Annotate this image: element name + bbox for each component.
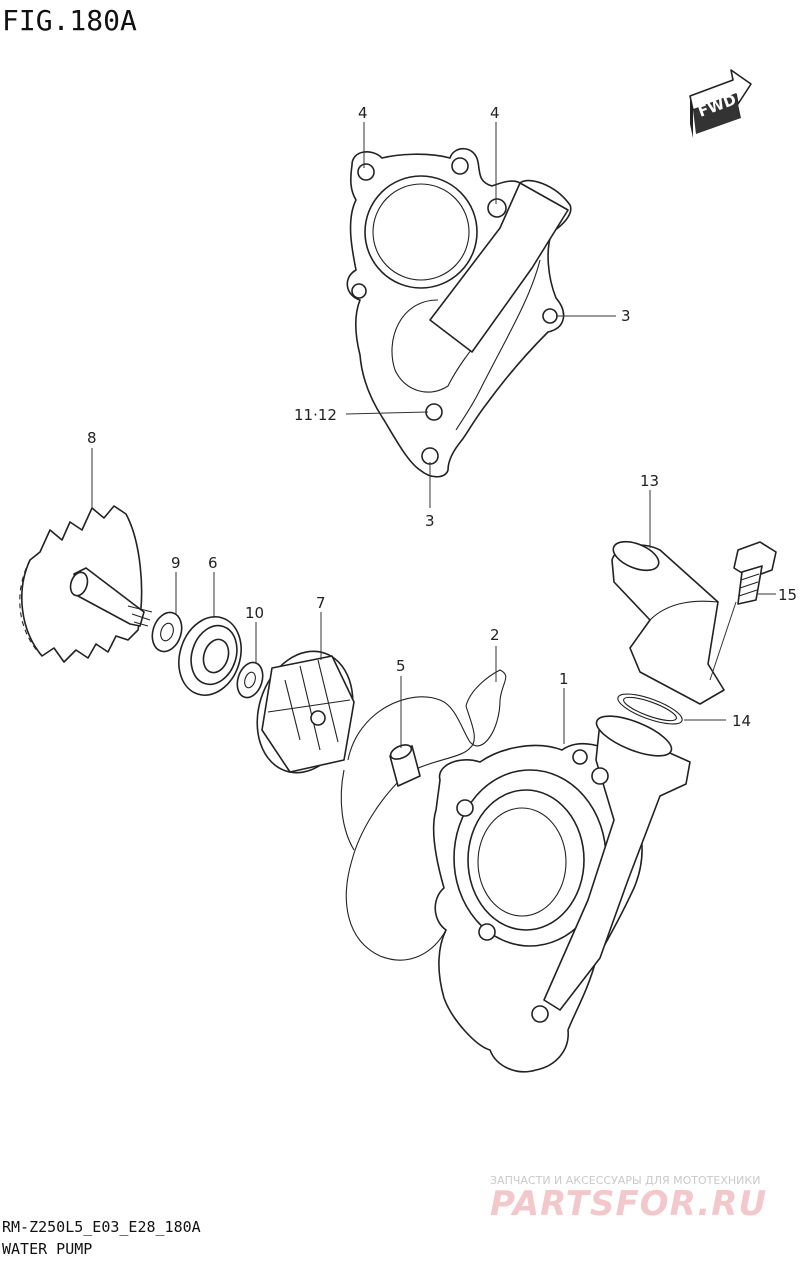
outlet-pipe-13 [611,540,725,705]
callout-3a: 3 [621,307,631,325]
callout-3b: 3 [425,512,435,530]
bearing-6 [178,616,242,696]
figure-caption: WATER PUMP [2,1240,92,1258]
leader-lines [91,122,776,748]
bolt-15 [733,541,777,605]
callout-14: 14 [732,712,751,730]
impeller-7 [256,650,355,774]
o-ring-14 [617,693,683,725]
callout-8: 8 [87,429,97,447]
callout-7: 7 [316,594,326,612]
callout-6: 6 [208,554,218,572]
model-code: RM-Z250L5_E03_E28_180A [2,1218,201,1236]
watermark-brand: PARTSFOR.RU [490,1184,767,1224]
callout-5: 5 [396,657,406,675]
callout-15: 15 [778,586,797,604]
callout-2: 2 [490,626,500,644]
gasket-2 [340,669,507,961]
callout-9: 9 [171,554,181,572]
dowel-pin-5 [389,744,421,787]
pump-cover [346,147,572,478]
forward-arrow-icon: FWD [689,69,752,138]
callout-4a: 4 [358,104,368,122]
callout-4b: 4 [490,104,500,122]
callout-11-12: 11·12 [294,406,337,424]
callout-10: 10 [245,604,264,622]
pump-body [432,715,691,1073]
watermark: ЗАПЧАСТИ И АКСЕССУАРЫ ДЛЯ МОТОТЕХНИКИ PA… [490,1174,767,1224]
watermark-tagline: ЗАПЧАСТИ И АКСЕССУАРЫ ДЛЯ МОТОТЕХНИКИ [490,1174,760,1187]
pump-gear-8 [19,505,153,663]
callout-1: 1 [559,670,569,688]
callout-13: 13 [640,472,659,490]
washer-9 [151,611,183,653]
figure-title: FIG.180A [2,4,137,37]
callout-labels: 4 4 3 11·12 3 8 9 6 10 7 2 5 1 13 14 15 [87,104,797,730]
